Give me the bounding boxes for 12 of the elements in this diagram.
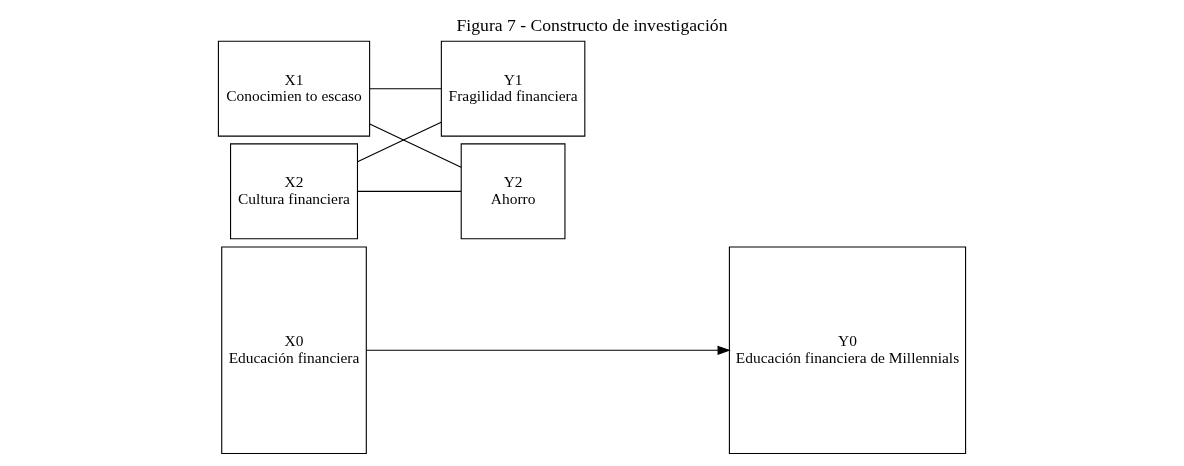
connector [357, 190, 462, 192]
diagram-title: Figura 7 - Constructo de investigación [456, 15, 728, 36]
node-box: Y2 Ahorro [460, 143, 566, 240]
connector [369, 88, 442, 90]
node-box: X0 Educación financiera [221, 246, 367, 454]
connector [369, 123, 462, 168]
arrow [365, 345, 731, 355]
connector [357, 121, 442, 163]
node-box: X1 Conocimien to escaso [217, 40, 371, 137]
node-box: X2 Cultura financiera [230, 143, 359, 240]
node-box: Y0 Educación financiera de Millennials [728, 246, 967, 454]
node-box: Y1 Fragilidad financiera [440, 40, 586, 137]
